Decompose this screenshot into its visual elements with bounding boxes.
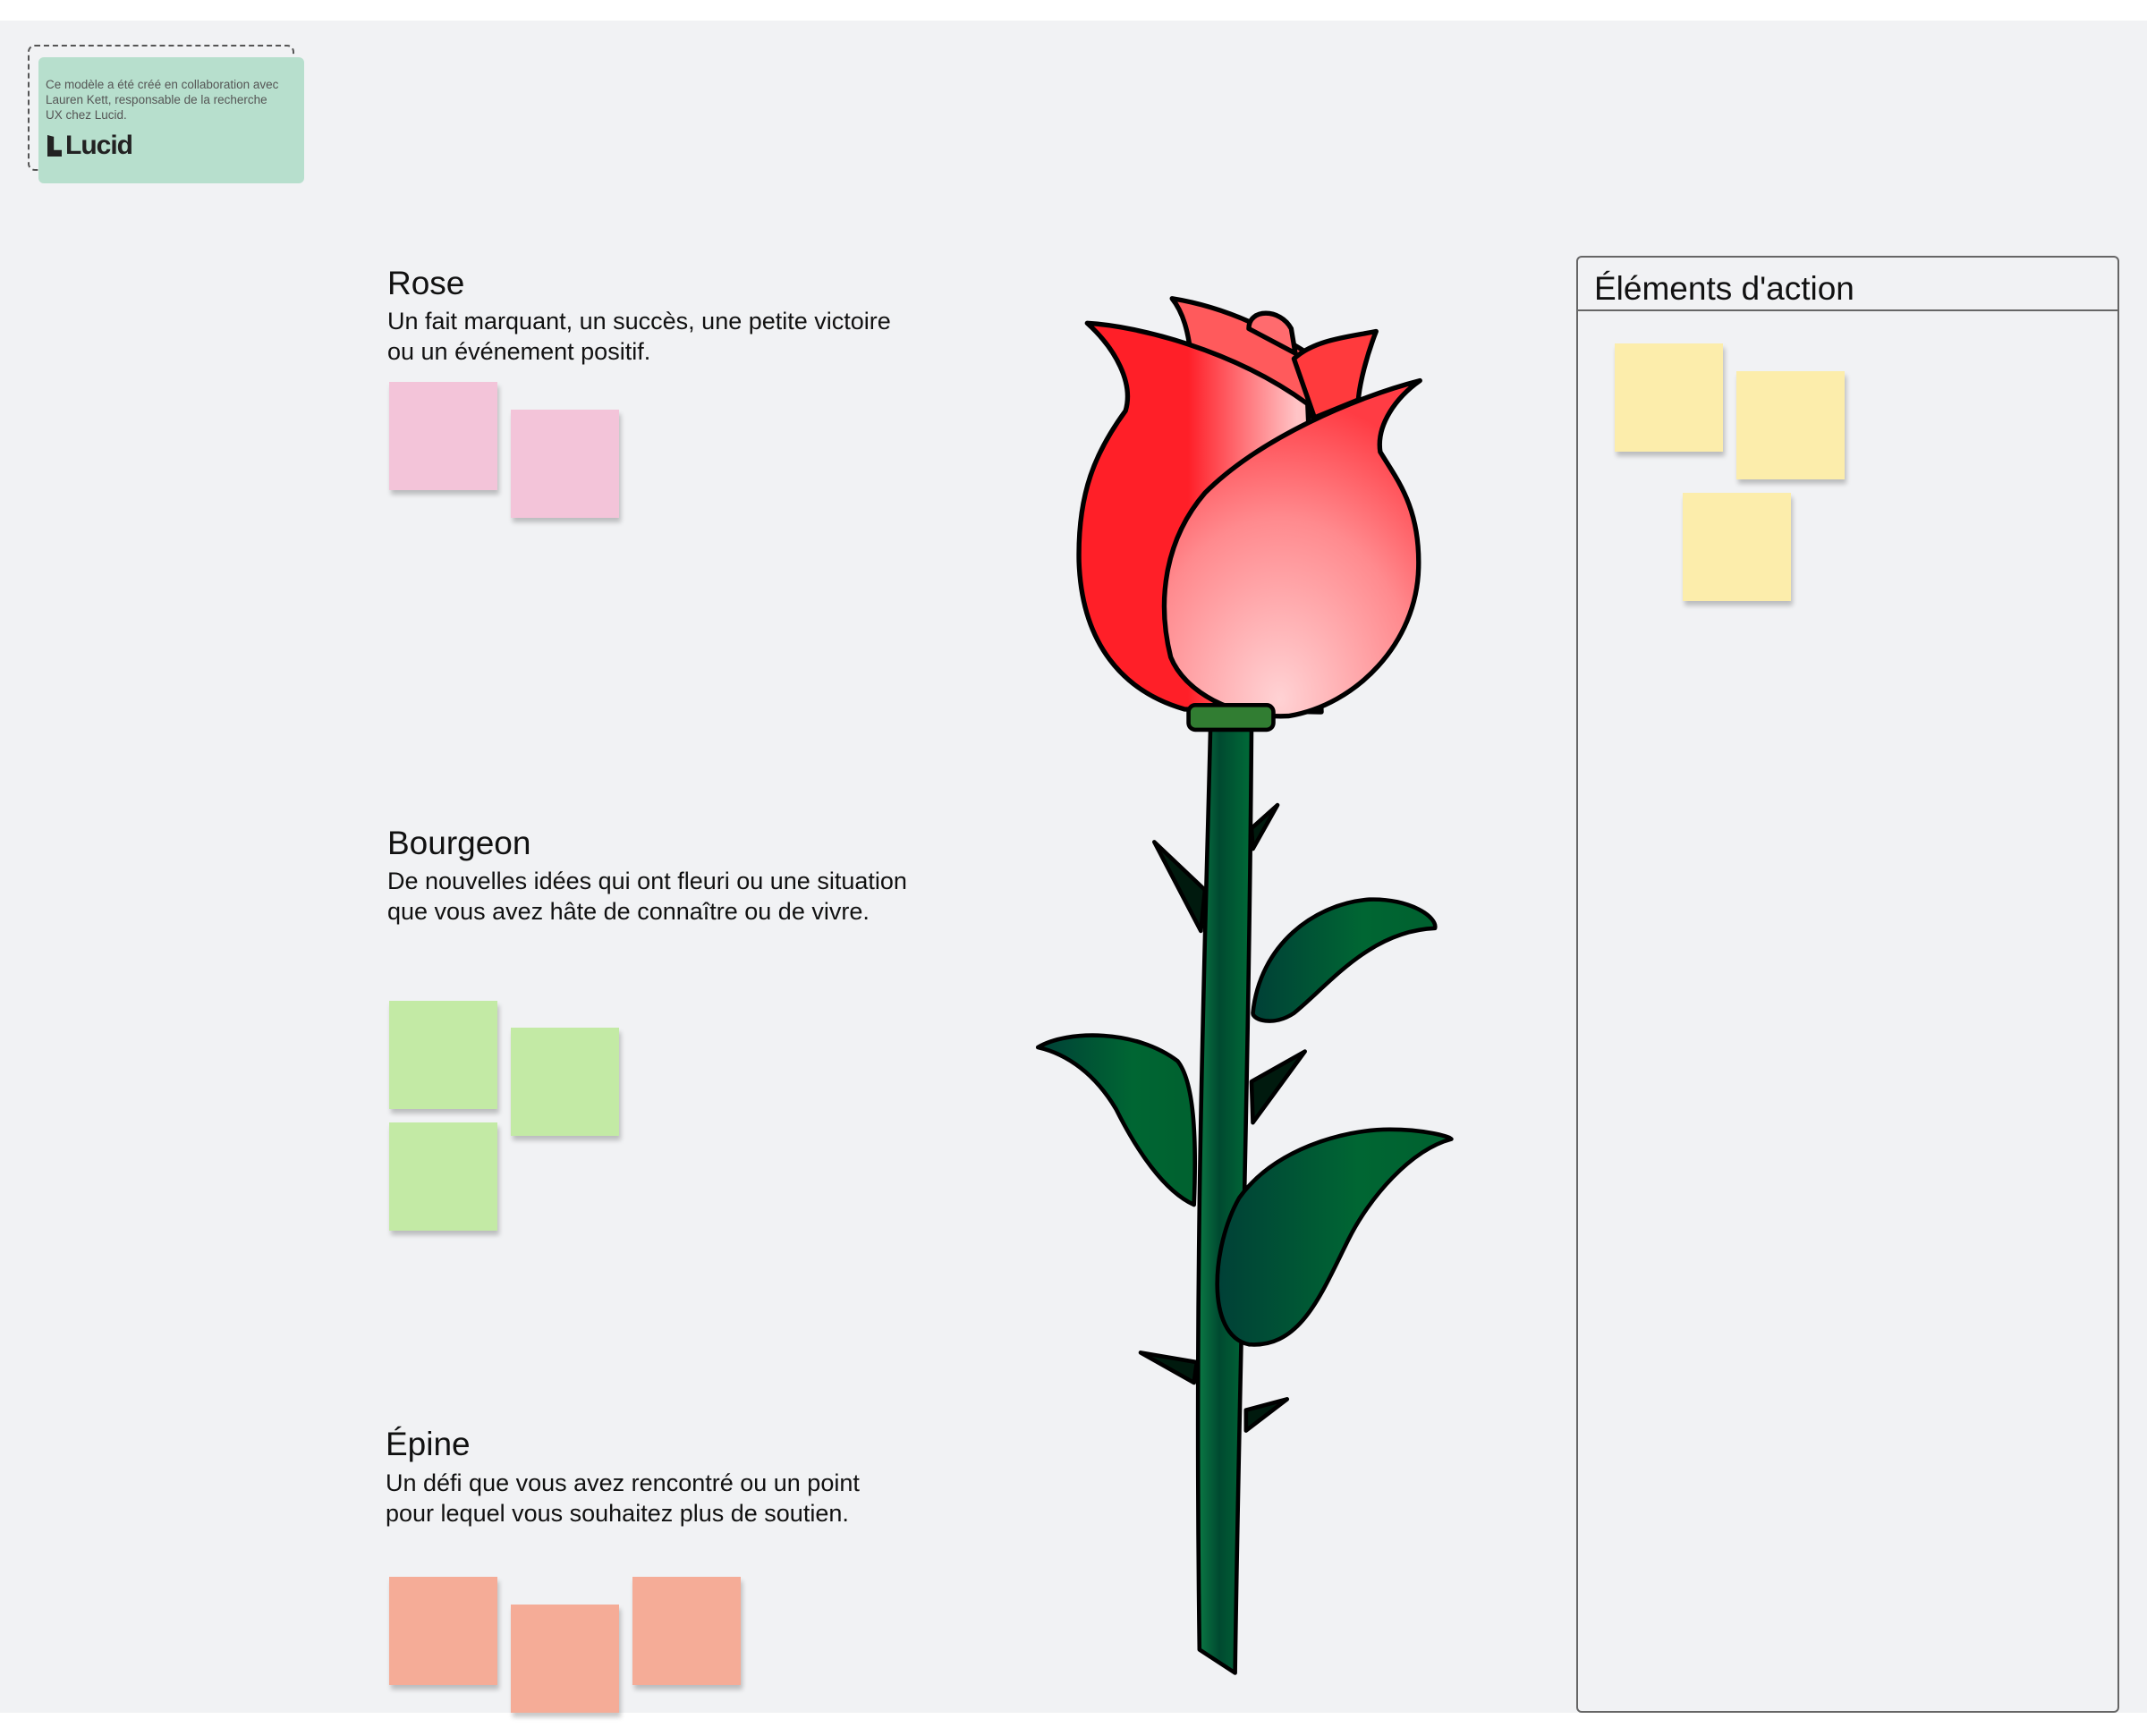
lucid-logo: Lucid bbox=[47, 131, 133, 161]
thorn-description: Un défi que vous avez rencontré ou un po… bbox=[386, 1469, 860, 1527]
sticky-note[interactable] bbox=[389, 1001, 497, 1109]
action-items-title: Éléments d'action bbox=[1578, 258, 2117, 311]
leaf-left bbox=[1035, 1033, 1198, 1207]
credit-text: Ce modèle a été créé en collaboration av… bbox=[46, 78, 279, 122]
bud-title: Bourgeon bbox=[387, 825, 531, 861]
sticky-note[interactable] bbox=[1683, 493, 1791, 601]
rose-title: Rose bbox=[387, 265, 465, 301]
sticky-note[interactable] bbox=[389, 1122, 497, 1231]
leaf-upper-right bbox=[1251, 897, 1438, 1023]
sticky-note[interactable] bbox=[511, 1605, 619, 1713]
rose-stem-group bbox=[1035, 726, 1454, 1675]
rose-collar bbox=[1186, 703, 1276, 733]
sticky-note[interactable] bbox=[389, 1577, 497, 1685]
leaf-lower-right bbox=[1215, 1127, 1454, 1347]
thorns bbox=[1138, 802, 1307, 1433]
lucid-logo-text: Lucid bbox=[65, 131, 133, 160]
sticky-note[interactable] bbox=[511, 410, 619, 518]
credit-card[interactable] bbox=[38, 57, 304, 183]
sticky-note[interactable] bbox=[389, 382, 497, 490]
stem bbox=[1195, 726, 1254, 1675]
rose-bloom bbox=[1076, 296, 1422, 733]
sticky-note[interactable] bbox=[1736, 371, 1845, 479]
rose-description: Un fait marquant, un succès, une petite … bbox=[387, 308, 891, 365]
whiteboard-canvas[interactable] bbox=[0, 21, 2147, 1713]
sticky-note[interactable] bbox=[632, 1577, 741, 1685]
sticky-note[interactable] bbox=[511, 1028, 619, 1136]
action-items-panel[interactable]: Éléments d'action bbox=[1576, 256, 2119, 1713]
bud-description: De nouvelles idées qui ont fleuri ou une… bbox=[387, 868, 907, 925]
thorn-title: Épine bbox=[386, 1426, 471, 1462]
sticky-note[interactable] bbox=[1615, 343, 1723, 452]
